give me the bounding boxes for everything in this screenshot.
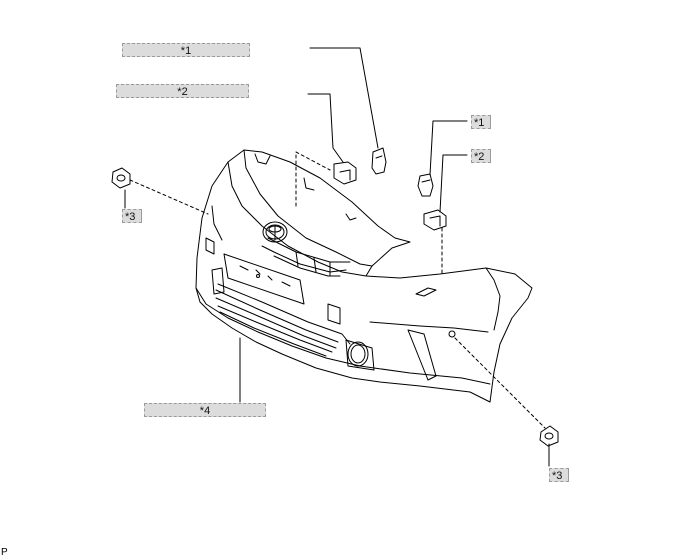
clip-icon <box>371 147 387 175</box>
leader-lines <box>124 47 550 467</box>
illustration-code: P <box>1 547 8 558</box>
callout-part-3-right: *3 <box>549 468 569 482</box>
front-bumper-cover <box>195 149 533 403</box>
grommet-icon <box>111 167 131 189</box>
callout-part-2-right: *2 <box>471 149 491 163</box>
retainer-icon <box>423 209 447 231</box>
callout-part-1-right: *1 <box>471 115 491 129</box>
callout-part-2-upper: *2 <box>116 84 249 98</box>
installation-lines <box>129 151 546 429</box>
callout-part-3-left: *3 <box>122 209 142 223</box>
callout-part-1-upper: *1 <box>122 43 250 57</box>
grommet-icon <box>539 425 559 447</box>
clip-icon <box>417 173 434 197</box>
callout-part-4: *4 <box>144 403 266 417</box>
retainer-icon <box>333 161 357 185</box>
